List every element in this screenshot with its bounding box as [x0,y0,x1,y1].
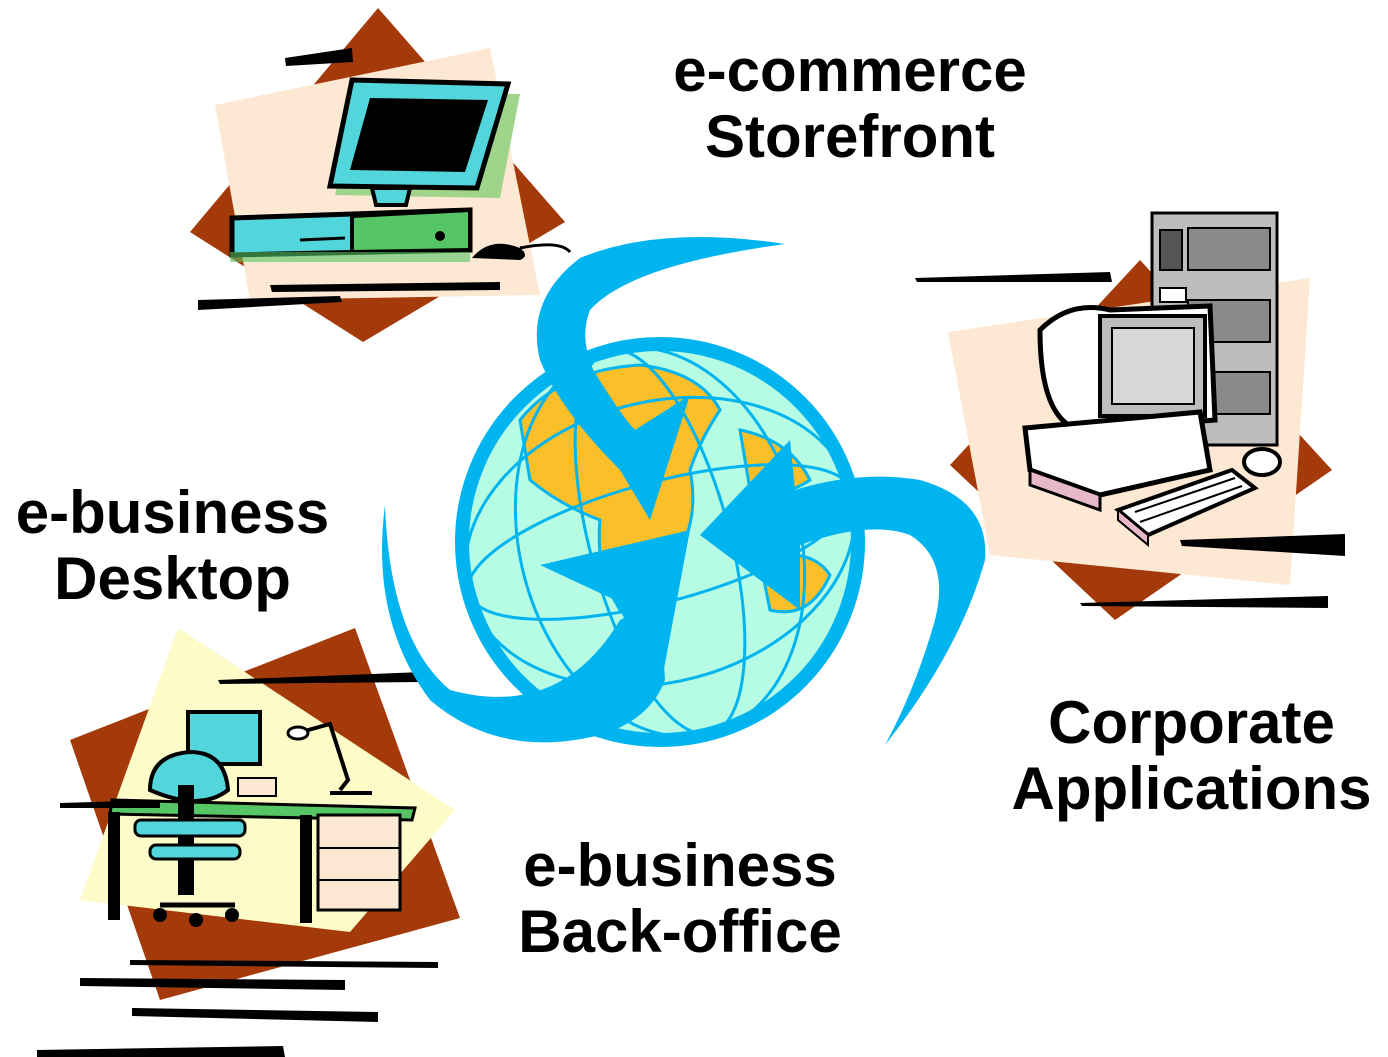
storefront-label-line1: e-commerce [673,37,1027,104]
globe-swirl-icon [382,237,986,747]
storefront-label: e-commerce Storefront [600,38,1100,170]
backoffice-label-line1: e-business [523,832,837,899]
corporate-label-line1: Corporate [1048,689,1335,756]
desktop-label-line1: e-business [15,479,330,546]
corporate-label-line2: Applications [1011,755,1372,822]
desktop-computer-icon [190,8,572,342]
corporate-label: Corporate Applications [995,690,1388,822]
desktop-label: e-business Desktop [0,480,345,612]
backoffice-label-line2: Back-office [518,898,842,965]
storefront-label-line2: Storefront [705,103,995,170]
office-desk-icon [37,628,460,1057]
backoffice-label: e-business Back-office [470,833,890,965]
desktop-label-line2: Desktop [54,545,291,612]
server-workstation-icon [915,211,1345,620]
